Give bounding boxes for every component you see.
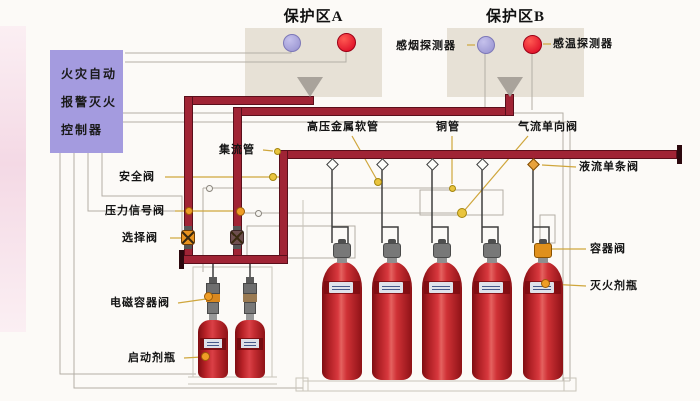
agent-cylinder [372, 262, 412, 380]
equipment-racks [188, 200, 577, 392]
selector-valve-a-flange-top [184, 226, 192, 230]
copper-pipe-dot [448, 184, 456, 192]
label-container-valve: 容器阀 [590, 243, 626, 255]
label-liquid-check-valve: 液流单条阀 [579, 161, 639, 173]
cylinder-label-tag [429, 282, 453, 293]
zone-a-discharge-pipe [184, 96, 314, 105]
container-valve [433, 243, 451, 258]
label-high-pressure-hose: 高压金属软管 [307, 121, 379, 133]
label-starter-bottle: 启动剂瓶 [128, 352, 176, 364]
zone-a-nozzle-icon [297, 77, 323, 97]
label-heat-detector: 感温探测器 [553, 38, 613, 50]
fire-alarm-controller-box: 火灾自动 报警灭火 控制器 [50, 50, 123, 153]
starter-bottle [235, 320, 265, 378]
controller-text-line3: 控制器 [61, 123, 104, 137]
high-pressure-hose-dot [374, 178, 382, 186]
zone-a-title: 保护区A [283, 9, 344, 25]
pressure-signal-dot-b [235, 206, 245, 216]
pressure-gauge-b [255, 210, 262, 217]
starter-valve-block [243, 283, 257, 294]
controller-text-line2: 报警灭火 [61, 95, 118, 109]
zone-b-smoke-detector-icon [477, 36, 495, 54]
solenoid-valve-dot [203, 291, 213, 301]
zone-a-heat-detector-icon [337, 33, 356, 52]
starter-valve-lower [207, 302, 219, 314]
zone-b-heat-detector-icon [523, 35, 542, 54]
container-valve [333, 243, 351, 258]
cylinder-neck [487, 258, 497, 263]
pressure-gauge-a [206, 185, 213, 192]
container-valve [383, 243, 401, 258]
label-agent-cylinder: 灭火剂瓶 [590, 280, 638, 292]
selector-header-pipe [183, 255, 288, 264]
gas-check-valve-dot [457, 208, 467, 218]
solenoid-band [206, 294, 220, 302]
starter-label-tag [241, 339, 259, 348]
zone-a-smoke-detector-icon [283, 34, 301, 52]
container-valve [483, 243, 501, 258]
selector-valve-b-flange-bottom [233, 245, 241, 249]
zone-b-nozzle-icon [497, 77, 523, 97]
cylinder-label-tag [379, 282, 403, 293]
cylinder-label-tag [329, 282, 353, 293]
label-selector-valve: 选择阀 [122, 232, 158, 244]
starter-label-tag [204, 339, 222, 348]
manifold-end-cap [677, 145, 682, 164]
starter-bottle-dot [200, 351, 210, 361]
pressure-signal-dot-a [185, 207, 193, 215]
header-end-cap [179, 250, 184, 269]
label-manifold: 集流管 [219, 144, 255, 156]
starter-valve-cap [209, 277, 217, 283]
zone-b-title: 保护区B [485, 9, 545, 25]
manifold-pipe [279, 150, 677, 159]
left-pink-gradient-band [0, 26, 26, 332]
selector-valve-a-flange-bottom [184, 245, 192, 249]
starter-bottle [198, 320, 228, 378]
selector-valve-b [230, 230, 244, 245]
valve-knob [488, 239, 496, 244]
container-valve-highlighted [534, 243, 552, 258]
solenoid-band [243, 294, 257, 302]
manifold-dot [273, 147, 281, 155]
label-copper-pipe: 铜管 [436, 121, 460, 133]
label-safety-valve: 安全阀 [119, 171, 155, 183]
controller-text-line1: 火灾自动 [61, 67, 118, 81]
agent-cylinder [322, 262, 362, 380]
agent-cylinder [523, 262, 563, 380]
starter-valve-cap [246, 277, 254, 283]
label-gas-check-valve: 气流单向阀 [518, 121, 578, 133]
cylinder-neck [437, 258, 447, 263]
starter-neck [209, 314, 217, 320]
starter-valve-block [206, 283, 220, 294]
cylinder-label-tag [479, 282, 503, 293]
cylinder-neck [387, 258, 397, 263]
cylinder-label-tag [530, 282, 554, 293]
label-smoke-detector: 感烟探测器 [396, 40, 456, 52]
zone-b-nozzle-stub-pipe [505, 94, 514, 116]
valve-knob [438, 239, 446, 244]
cylinder-neck [337, 258, 347, 263]
agent-cylinder-dot [540, 278, 550, 288]
selector-valve-a [181, 230, 195, 245]
cylinder-neck [538, 258, 548, 263]
valve-knob [338, 239, 346, 244]
starter-neck [246, 314, 254, 320]
safety-valve-dot [269, 173, 277, 181]
control-wires [59, 50, 571, 389]
selector-valve-b-flange-top [233, 226, 241, 230]
label-solenoid-container-valve: 电磁容器阀 [110, 297, 170, 309]
starter-valve-lower [244, 302, 256, 314]
valve-knob [388, 239, 396, 244]
manifold-drop-pipe [279, 150, 288, 264]
zone-b-discharge-pipe [233, 107, 514, 116]
valve-knob [539, 239, 547, 244]
agent-cylinder [422, 262, 462, 380]
agent-cylinder [472, 262, 512, 380]
label-pressure-signal-valve: 压力信号阀 [105, 205, 165, 217]
cylinder-riser-lines [212, 159, 550, 277]
